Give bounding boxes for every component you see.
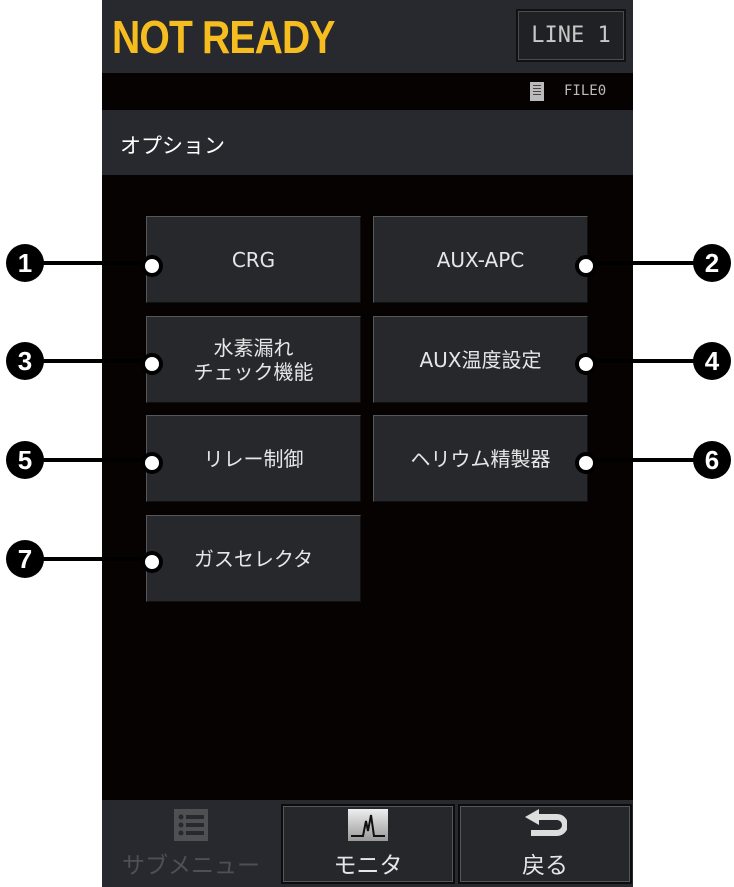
callout-line <box>25 359 155 363</box>
monitor-label: モニタ <box>333 853 403 879</box>
option-hydrogen-leak-check-button[interactable]: 水素漏れ チェック機能 <box>146 316 361 403</box>
submenu-label: サブメニュー <box>122 853 260 879</box>
back-label: 戻る <box>522 853 568 879</box>
header: NOT READY LINE 1 <box>102 0 633 73</box>
file-bar: FILE0 <box>102 73 633 110</box>
status-indicator: NOT READY <box>112 11 335 63</box>
callout-dot <box>575 452 597 474</box>
list-icon <box>174 808 208 842</box>
callout-7: 7 <box>6 540 44 578</box>
device-screen: NOT READY LINE 1 FILE0 オプション CRG AUX-APC… <box>102 0 633 887</box>
callout-line <box>585 458 710 462</box>
option-aux-apc-button[interactable]: AUX-APC <box>373 216 588 303</box>
callout-1: 1 <box>6 244 44 282</box>
callout-line <box>585 261 710 265</box>
bottom-bar: サブメニュー モニタ 戻る <box>102 800 633 887</box>
callout-dot <box>141 551 163 573</box>
option-gas-selector-button[interactable]: ガスセレクタ <box>146 515 361 602</box>
monitor-button[interactable]: モニタ <box>281 804 455 884</box>
callout-dot <box>141 452 163 474</box>
callout-5: 5 <box>6 441 44 479</box>
option-aux-temperature-button[interactable]: AUX温度設定 <box>373 316 588 403</box>
callout-dot <box>141 255 163 277</box>
line-button[interactable]: LINE 1 <box>516 9 626 62</box>
page-title: オプション <box>120 134 225 158</box>
callout-line <box>25 458 155 462</box>
callout-4: 4 <box>693 342 731 380</box>
callout-dot <box>575 353 597 375</box>
callout-line <box>585 359 710 363</box>
submenu-button[interactable]: サブメニュー <box>102 804 280 884</box>
callout-line <box>25 261 155 265</box>
spectrum-icon <box>348 808 388 842</box>
callout-6: 6 <box>693 441 731 479</box>
callout-line <box>25 557 155 561</box>
file-name: FILE0 <box>564 83 607 99</box>
title-bar: オプション <box>102 110 633 175</box>
option-relay-control-button[interactable]: リレー制御 <box>146 415 361 502</box>
callout-2: 2 <box>693 244 731 282</box>
back-button[interactable]: 戻る <box>458 804 632 884</box>
document-icon <box>530 82 544 101</box>
callout-dot <box>575 255 597 277</box>
callout-3: 3 <box>6 342 44 380</box>
option-crg-button[interactable]: CRG <box>146 216 361 303</box>
return-arrow-icon <box>523 808 567 842</box>
callout-dot <box>141 353 163 375</box>
option-helium-purifier-button[interactable]: ヘリウム精製器 <box>373 415 588 502</box>
